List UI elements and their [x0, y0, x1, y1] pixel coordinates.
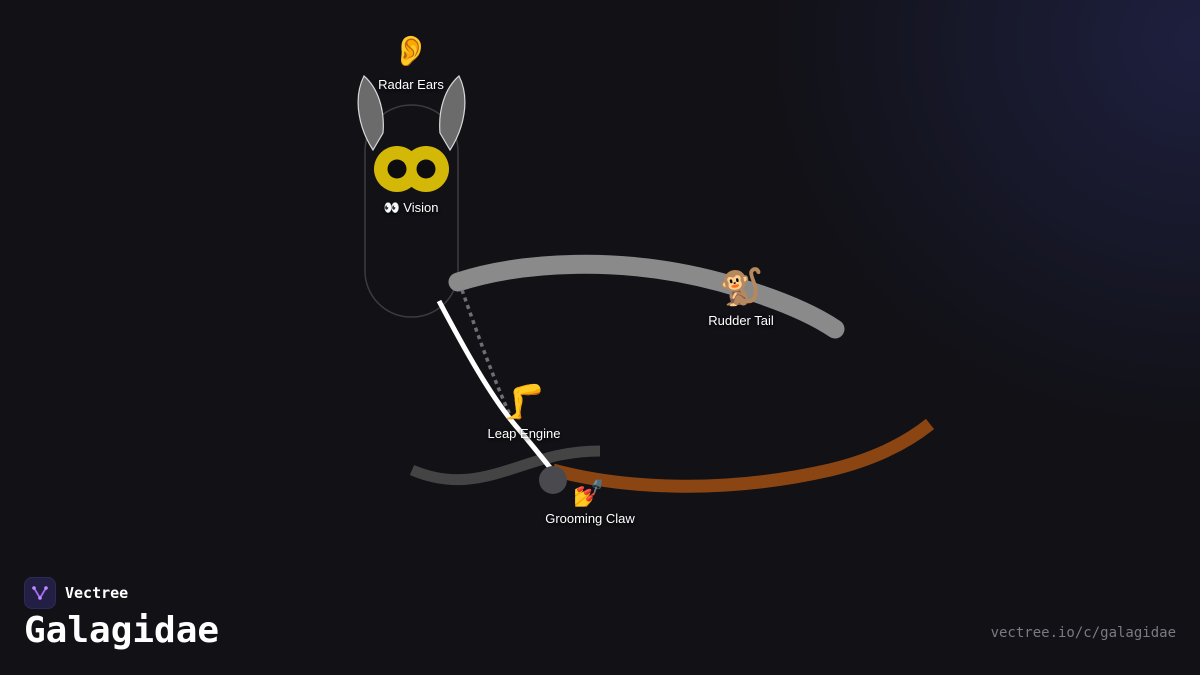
tail-shape [448, 254, 845, 339]
vectree-logo-icon [24, 577, 56, 609]
vision-label: 👀 Vision [383, 200, 439, 215]
page-url[interactable]: vectree.io/c/galagidae [990, 625, 1176, 641]
body-outline [364, 104, 459, 318]
brand-name: Vectree [65, 584, 129, 602]
left-pupil [387, 159, 407, 179]
leap-engine-label: Leap Engine [487, 426, 561, 441]
grooming-claw-label: Grooming Claw [545, 511, 635, 526]
monkey-emoji-icon: 🐒 [718, 267, 764, 308]
radar-ears-label: Radar Ears [378, 77, 444, 92]
nail-polish-emoji-icon: 💅 [572, 479, 606, 509]
page-title: Galagidae [24, 610, 220, 651]
leg-shape [436, 299, 554, 472]
brown-branch [551, 418, 935, 493]
leg-emoji-icon: 🦵 [502, 382, 546, 422]
right-ear [439, 75, 466, 152]
ear-emoji-icon: 👂 [392, 34, 430, 69]
claw-joint [539, 466, 567, 494]
left-ear [357, 75, 384, 152]
brand-row: Vectree [24, 577, 128, 609]
rudder-tail-label: Rudder Tail [708, 313, 774, 328]
right-pupil [416, 159, 436, 179]
